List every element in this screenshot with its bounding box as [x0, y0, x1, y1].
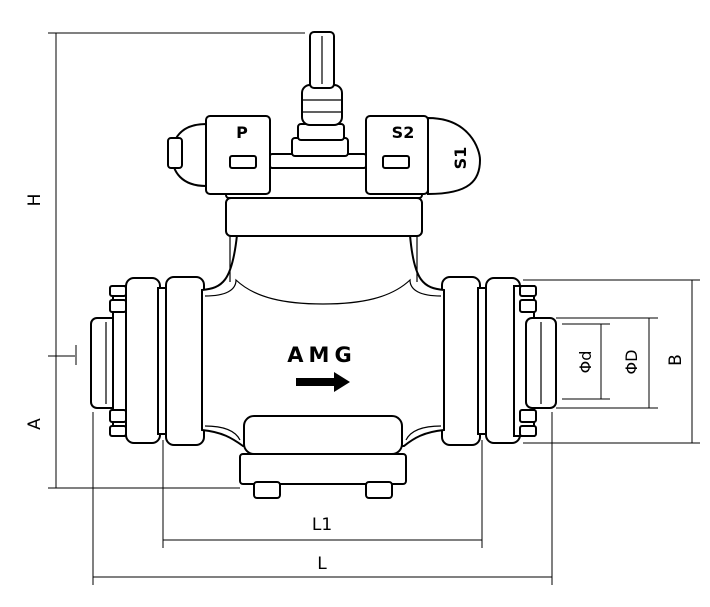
dim-label-a: A — [25, 418, 45, 430]
dimension-lines — [48, 32, 700, 585]
port-label-s1: S1 — [451, 147, 470, 170]
dim-label-oid: Φd — [576, 351, 595, 374]
dim-label-l: L — [317, 554, 327, 574]
left-end-fitting — [90, 276, 205, 446]
brand-label: AMG — [287, 343, 356, 367]
bonnet — [167, 115, 482, 237]
dim-label-b: B — [666, 354, 686, 366]
actuator-stem — [291, 31, 349, 157]
right-end-fitting — [441, 276, 557, 446]
dim-label-h: H — [25, 194, 45, 207]
bottom-cover — [239, 415, 407, 499]
arrow-right-icon — [296, 372, 350, 392]
dim-label-od: ΦD — [622, 350, 641, 375]
dim-label-l1: L1 — [312, 515, 332, 535]
valve-body — [201, 234, 445, 447]
port-label-s2: S2 — [392, 123, 415, 142]
port-label-p: P — [236, 123, 248, 142]
